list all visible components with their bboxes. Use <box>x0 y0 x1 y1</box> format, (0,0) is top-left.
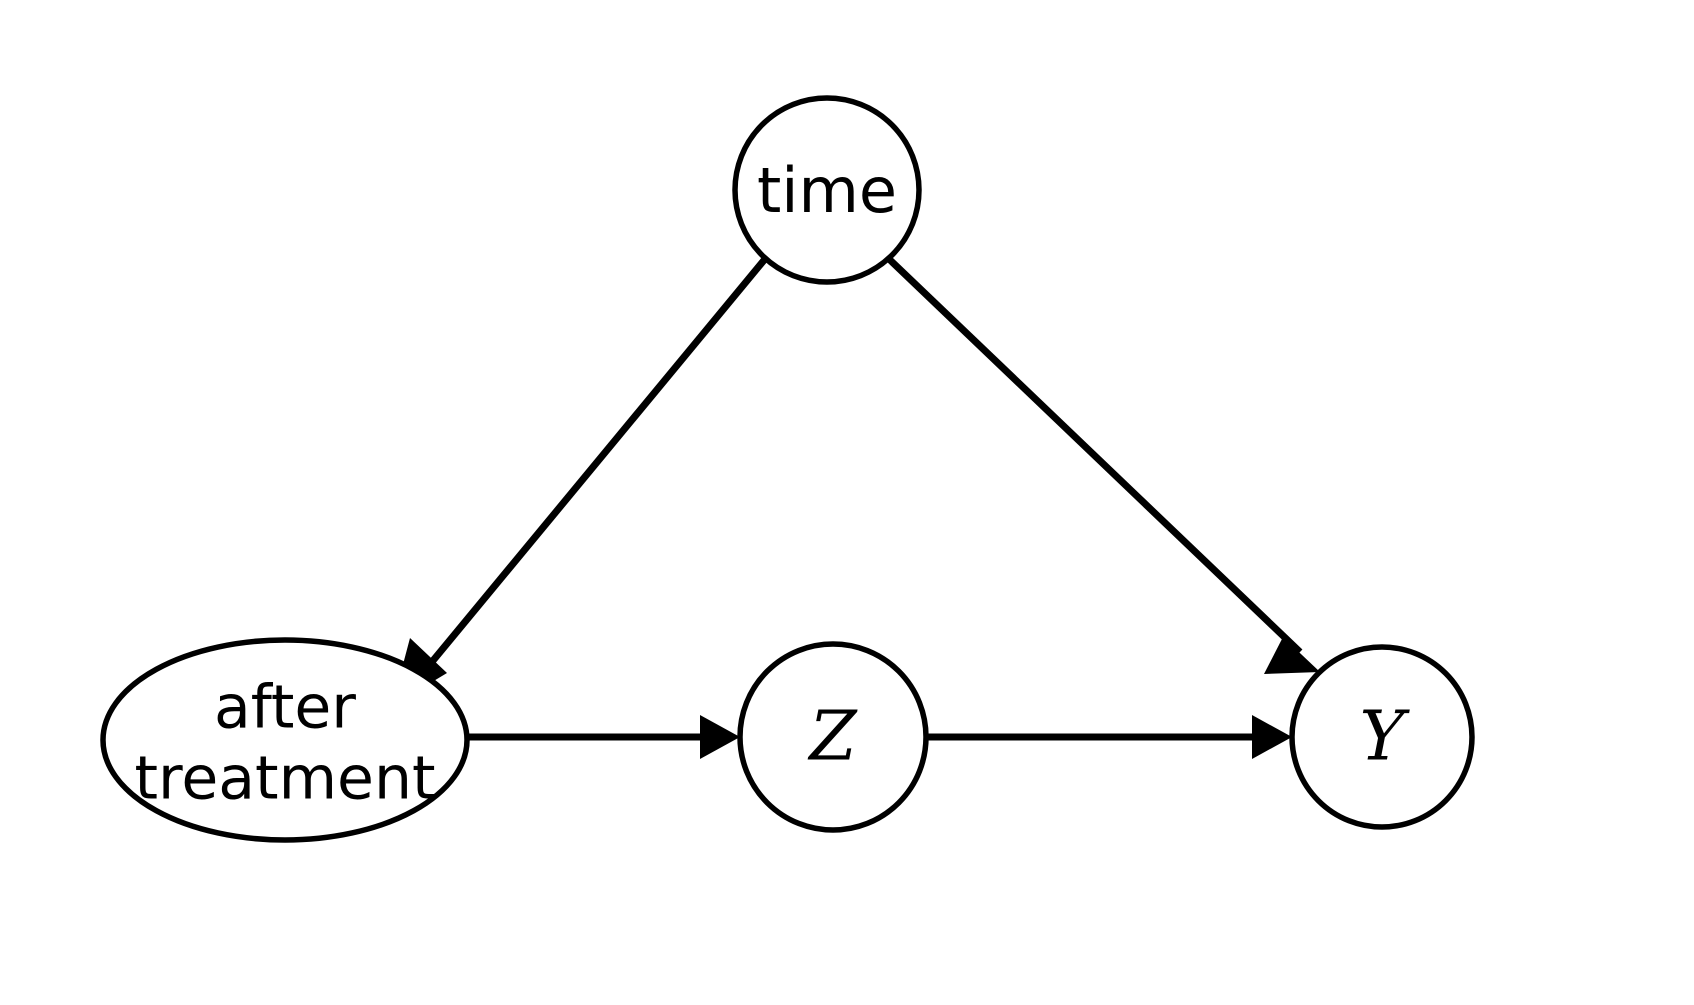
node-Z-label: Z <box>807 698 858 777</box>
node-Y[interactable]: Y <box>1289 644 1475 830</box>
edge-time-to-Y[interactable] <box>886 256 1320 674</box>
node-time-circle <box>732 95 922 285</box>
node-time-label: time <box>757 154 897 227</box>
node-after-treatment-label-line1: after <box>214 673 356 743</box>
node-Y-circle <box>1289 644 1475 830</box>
node-after-treatment-label-line2: treatment <box>135 744 436 814</box>
arrow-head-Z-Y <box>1252 715 1292 759</box>
node-Z[interactable]: Z <box>737 641 929 833</box>
node-time[interactable]: time <box>732 95 922 285</box>
arrow-head-after-treatment-Z <box>700 715 740 759</box>
arrow-head-time-Y <box>1264 637 1320 674</box>
node-after-treatment-ellipse <box>100 637 470 843</box>
edge-after-treatment-to-Z[interactable] <box>468 715 740 759</box>
node-Y-label: Y <box>1360 698 1411 777</box>
edge-line-time-after-treatment <box>409 256 768 689</box>
edge-Z-to-Y[interactable] <box>927 715 1292 759</box>
node-Z-circle <box>737 641 929 833</box>
edge-time-to-after-treatment[interactable] <box>392 256 768 706</box>
node-after-treatment[interactable]: after treatment <box>100 637 470 843</box>
edge-line-time-Y <box>886 256 1303 655</box>
